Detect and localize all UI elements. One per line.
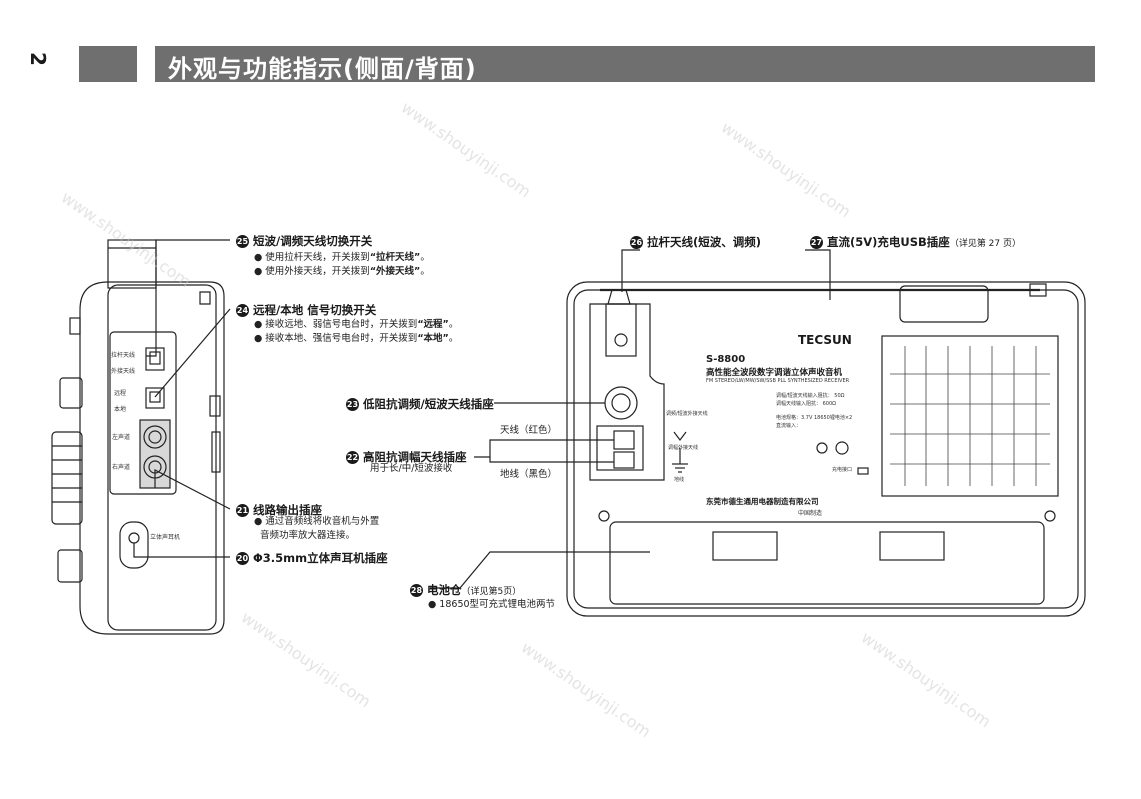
label-external: 外接天线 (111, 368, 136, 375)
callout-number: 24 (236, 304, 249, 317)
header-bar-left (79, 46, 137, 82)
watermark-text-3: www.shouyinji.com (718, 118, 855, 222)
callout-dx-local-notes: ● 接收远地、弱信号电台时，开关拨到“远程”。 ● 接收本地、强信号电台时，开关… (254, 319, 459, 344)
callout-label: 电池仓 (427, 583, 462, 597)
header-bar (155, 46, 1095, 82)
callout-headphone: 20 Φ3.5mm立体声耳机插座 (236, 550, 388, 566)
callout-label: 线路输出插座 (253, 503, 322, 517)
model-name: S-8800 (706, 354, 746, 365)
ground-label: 地线 (674, 477, 685, 483)
terminal-black-label: 地线（黑色） (500, 469, 558, 480)
callout-telescopic-antenna: 26 拉杆天线(短波、调频) (630, 234, 761, 250)
brand-logo: TECSUN (798, 333, 852, 347)
callout-line-out-notes: ● 通过音频线将收音机与外置 音频功率放大器连接。 (254, 516, 380, 541)
callout-label: 拉杆天线(短波、调频) (647, 235, 762, 249)
callout-number: 26 (630, 236, 643, 249)
spec-line-1: 调幅/短波天线输入阻抗： 50Ω (776, 393, 845, 399)
spec-line-4: 直流输入： (776, 423, 802, 429)
callout-battery-detail: ● 18650型可充式锂电池两节 (428, 599, 556, 610)
callout-antenna-switch-notes: ● 使用拉杆天线，开关拨到“拉杆天线”。 ● 使用外接天线，开关拨到“外接天线”… (254, 252, 430, 277)
callout-number: 25 (236, 235, 249, 248)
dx-local-switch (145, 387, 165, 409)
maker-name: 东莞市德生通用电器制造有限公司 (706, 497, 819, 506)
callout-antenna-switch: 25 短波/调频天线切换开关 (236, 233, 372, 249)
label-local: 本地 (114, 406, 127, 413)
speaker-grille (881, 335, 1059, 497)
callout-number: 23 (346, 398, 359, 411)
headphone-recess (119, 521, 149, 569)
watermark-text-6: www.shouyinji.com (858, 628, 995, 732)
callout-dx-local: 24 远程/本地 信号切换开关 (236, 302, 376, 318)
am-port-label: 调幅外接天线 (668, 445, 699, 451)
spec-line-3: 电池规格：3.7V 18650锂电池×2 (776, 415, 853, 421)
fm-sw-socket (604, 386, 638, 420)
usb-port (857, 467, 869, 475)
tuning-knob (51, 431, 83, 525)
watermark-text-2: www.shouyinji.com (398, 98, 535, 202)
usb-label: 充电接口 (832, 467, 853, 473)
side-body-outline (108, 281, 225, 635)
battery-compartment (609, 521, 1045, 605)
callout-label: 远程/本地 信号切换开关 (253, 303, 377, 317)
label-headphone: 立体声耳机 (150, 534, 181, 541)
callout-number: 27 (810, 236, 823, 249)
label-whip: 拉杆天线 (111, 352, 136, 359)
model-desc-en: FM STEREO/LW/MW/SW/SSB PLL SYNTHESIZED R… (706, 378, 850, 384)
label-dx: 远程 (114, 390, 127, 397)
callout-am-terminal-note: 用于长/中/短波接收 (370, 463, 453, 474)
watermark-text-4: www.shouyinji.com (238, 608, 375, 712)
callout-label: 高阻抗调幅天线插座 (363, 450, 467, 464)
callout-number: 21 (236, 504, 249, 517)
model-desc-cn: 高性能全波段数字调谐立体声收音机 (706, 368, 843, 378)
am-terminal (596, 425, 644, 471)
callout-label: 低阻抗调频/短波天线插座 (363, 397, 494, 411)
callout-fm-socket: 23 低阻抗调频/短波天线插座 (346, 396, 494, 412)
watermark-text-5: www.shouyinji.com (518, 638, 655, 742)
label-right-ch: 右声道 (112, 464, 131, 471)
terminal-red-label: 天线（红色） (500, 425, 558, 436)
fm-port-label: 调频/短波外接天线 (666, 411, 708, 417)
callout-number: 22 (346, 451, 359, 464)
page-title: 外观与功能指示(侧面/背面) (168, 55, 477, 83)
callout-label: 直流(5V)充电USB插座 (827, 235, 950, 249)
label-left-ch: 左声道 (112, 434, 131, 441)
made-in: 中国制造 (798, 510, 823, 517)
callout-number: 20 (236, 552, 249, 565)
back-body (566, 281, 1086, 617)
callout-line-out: 21 线路输出插座 (236, 502, 322, 518)
antenna-switch (145, 347, 165, 371)
callout-am-terminal: 22 高阻抗调幅天线插座 (346, 449, 467, 465)
callout-number: 28 (410, 584, 423, 597)
callout-label: Φ3.5mm立体声耳机插座 (253, 551, 388, 565)
callout-label: 短波/调频天线切换开关 (253, 234, 373, 248)
spec-line-2: 调幅天线输入阻抗： 600Ω (776, 401, 836, 407)
